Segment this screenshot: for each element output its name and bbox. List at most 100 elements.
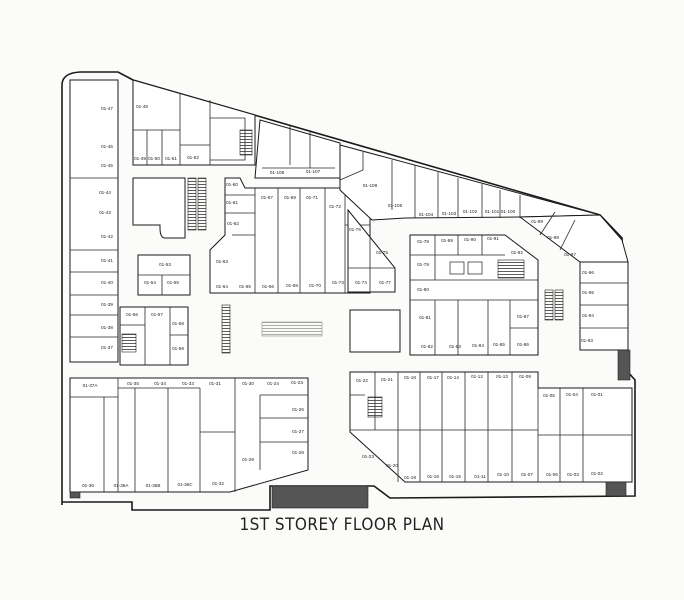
unit-label: 01-11 [474,474,486,479]
unit-label: 01-20 [386,463,398,468]
unit-label: 01-59 [172,346,184,351]
unit-label: 01-86 [517,342,529,347]
block-01-72-77 [347,208,396,293]
unit-label: 01-50 [148,156,160,161]
unit-label: 01-36 [82,483,94,488]
unit-label: 01-17 [427,375,439,380]
unit-label: 01-16 [427,474,439,479]
unit-label: 01-26 [292,407,304,412]
unit-label: 01-81 [419,315,431,320]
unit-label: 01-55 [167,280,179,285]
unit-label: 01-109 [363,183,378,188]
bottom-left-block [69,377,369,509]
unit-label: 01-04 [566,392,578,397]
unit-label: 01-46 [101,144,113,149]
unit-label: 01-77 [379,280,391,285]
unit-label: 01-57 [151,312,163,317]
unit-label: 01-33 [182,381,194,386]
unit-label: 01-37 [101,345,113,350]
unit-label: 01-35 [127,381,139,386]
unit-label: 01-54 [144,280,156,285]
unit-label: 01-83 [449,344,461,349]
unit-label: 01-96 [582,270,594,275]
unit-label: 01-105 [388,203,403,208]
unit-label: 01-68 [286,283,298,288]
unit-label: 01-52 [187,155,199,160]
unit-label: 01-13 [496,374,508,379]
unit-label: 01-58 [172,321,184,326]
left-units-column [69,79,119,363]
unit-label: 01-41 [101,258,113,263]
unit-label: 01-107 [306,169,321,174]
unit-label: 01-39 [101,302,113,307]
unit-label: 01-91 [487,236,499,241]
unit-label: 01-07 [521,472,533,477]
unit-label: 01-37A [83,383,99,388]
unit-label: 01-63 [216,259,228,264]
unit-label: 01-95 [582,290,594,295]
unit-label: 01-19 [404,475,416,480]
unit-label: 01-28 [292,450,304,455]
block-01-56 [119,306,189,366]
unit-label: 01-93 [581,338,593,343]
unit-label: 01-66 [262,284,274,289]
unit-label: 01-24 [267,381,279,386]
unit-label: 01-92 [511,250,523,255]
unit-label: 01-56 [126,312,138,317]
unit-label: 01-94 [582,313,594,318]
unit-label: 01-53 [159,262,171,267]
unit-label: 01-99 [531,219,543,224]
unit-label: 01-31 [209,381,221,386]
unit-label: 01-89 [441,238,453,243]
unit-label: 01-69 [284,195,296,200]
unit-label: 01-47 [101,106,113,111]
unit-label: 01-02 [591,471,603,476]
unit-label: 01-80 [417,287,429,292]
unit-label: 01-44 [99,190,111,195]
unit-label: 01-29 [242,457,254,462]
atrium-void [132,177,207,239]
top-left-block [132,79,256,166]
unit-label: 01-102 [463,209,478,214]
unit-label: 01-32 [212,481,224,486]
unit-label: 01-62 [227,221,239,226]
right-column-block [579,261,631,381]
unit-label: 01-38 [101,325,113,330]
unit-label: 01-72 [329,204,341,209]
unit-label: 01-82 [421,344,433,349]
unit-label: 01-67 [261,195,273,200]
unit-label: 01-15 [449,474,461,479]
unit-label: 01-36A [114,483,130,488]
plan-title: 1ST STOREY FLOOR PLAN [239,515,445,535]
unit-label: 01-14 [447,375,459,380]
right-diagonal-block [518,211,629,263]
unit-label: 01-74 [355,280,367,285]
unit-label: 01-71 [306,195,318,200]
unit-labels: 01-4701-4601-4501-4401-4301-4201-4101-40… [82,104,603,488]
unit-label: 01-79 [417,262,429,267]
unit-label: 01-65 [239,284,251,289]
unit-label: 01-42 [101,234,113,239]
unit-label: 01-100 [501,209,516,214]
unit-label: 01-78 [417,239,429,244]
unit-label: 01-87 [517,314,529,319]
unit-label: 01-45 [101,163,113,168]
unit-label: 01-23 [362,454,374,459]
unit-label: 01-75 [376,250,388,255]
unit-label: 01-70 [309,283,321,288]
unit-label: 01-05 [543,393,555,398]
unit-label: 01-40 [101,280,113,285]
unit-label: 01-49 [134,156,146,161]
unit-label: 01-27 [292,429,304,434]
unit-label: 01-84 [472,343,484,348]
unit-label: 01-36B [146,483,161,488]
unit-label: 01-01 [591,392,603,397]
unit-label: 01-108 [270,170,285,175]
right-upper-block [409,234,564,356]
unit-label: 01-09 [519,374,531,379]
block-01-53 [137,254,191,296]
unit-label: 01-22 [356,378,368,383]
unit-label: 01-104 [419,212,434,217]
unit-label: 01-48 [136,104,148,109]
